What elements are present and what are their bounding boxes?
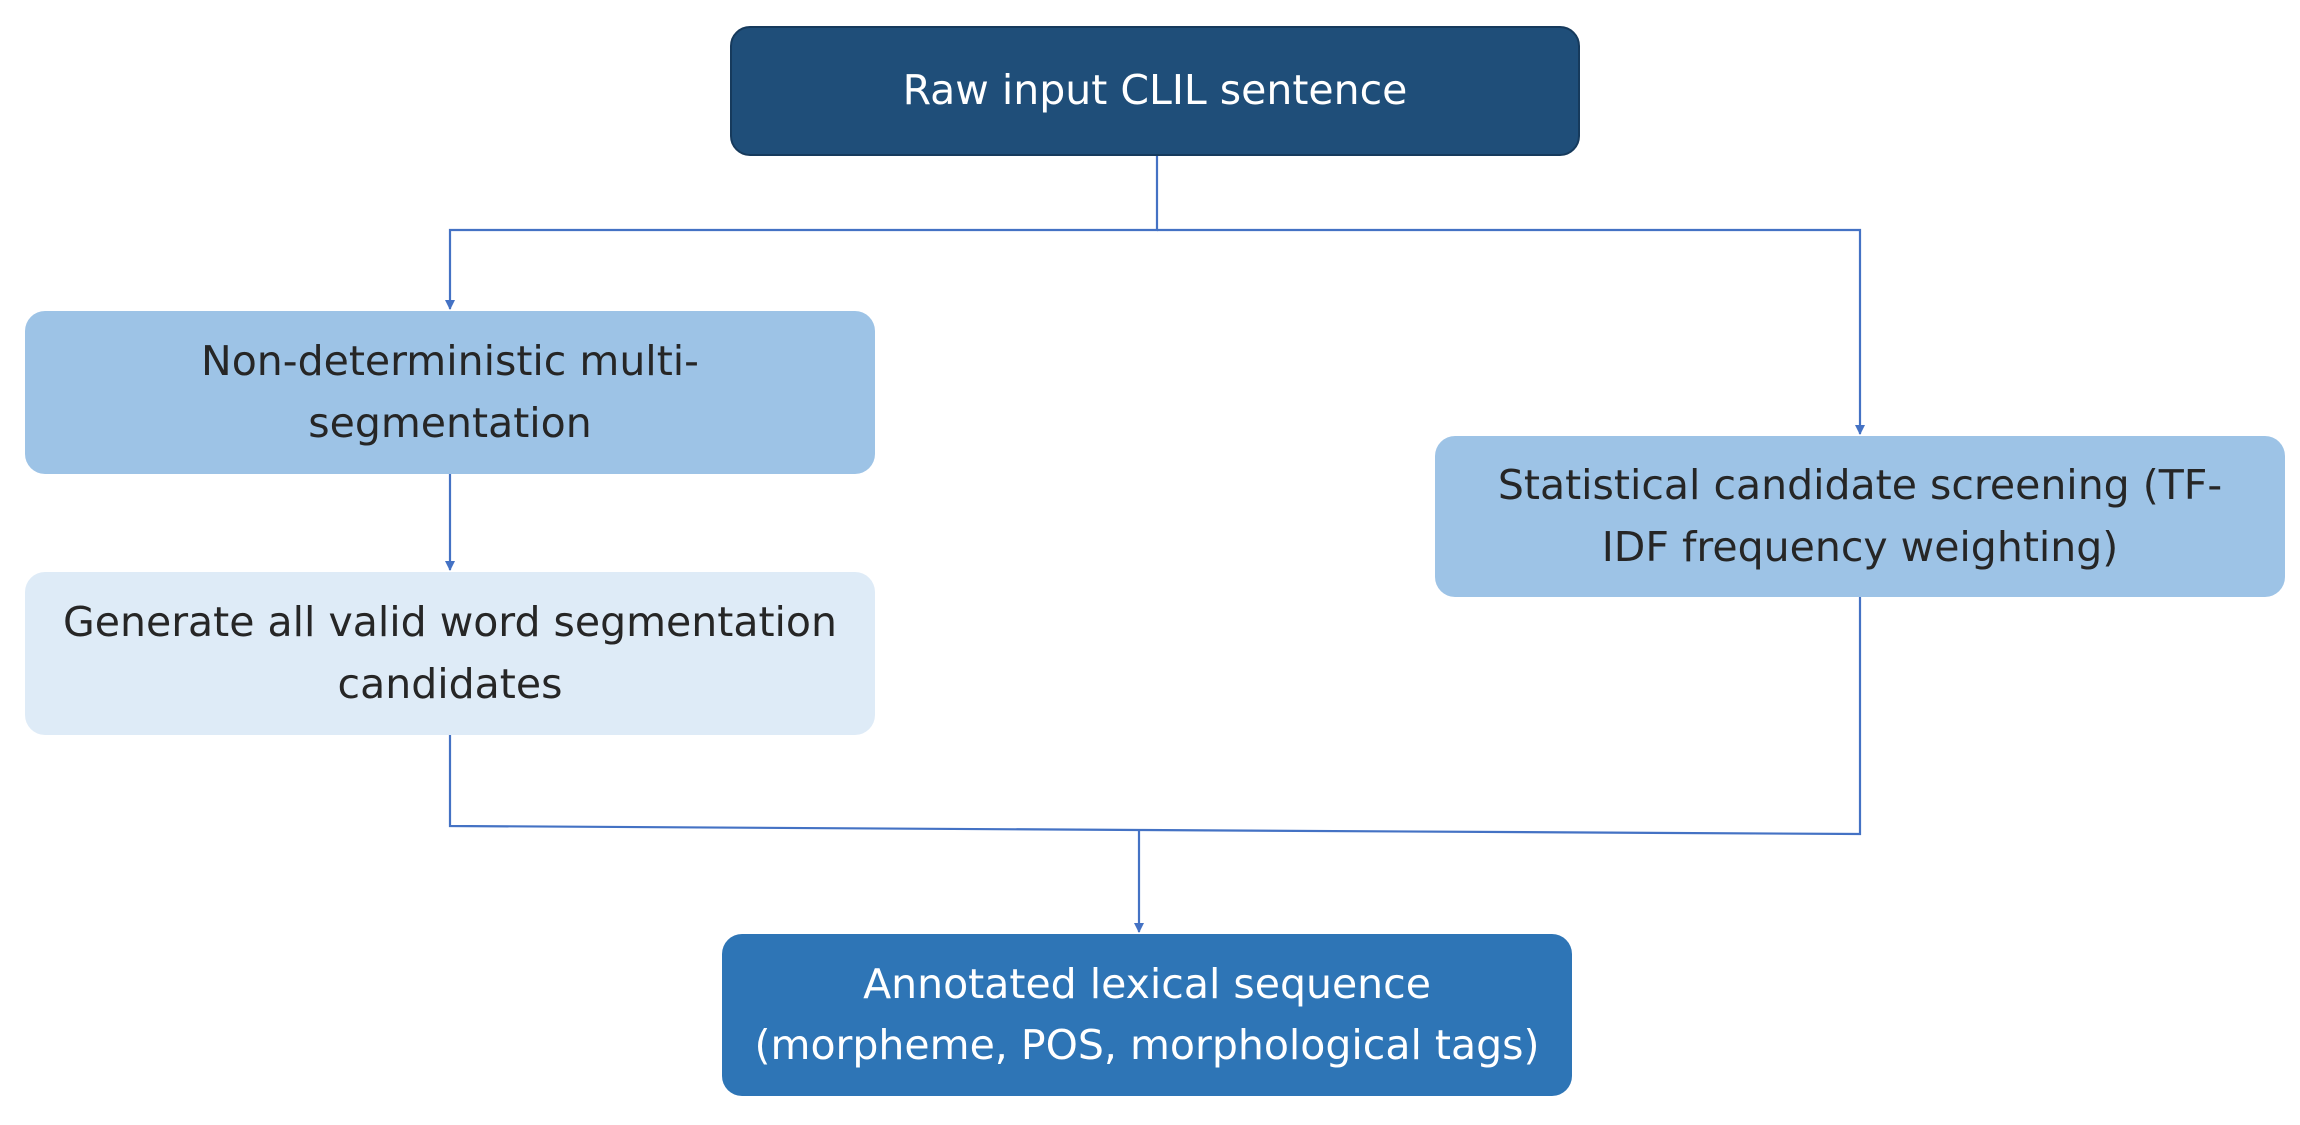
node-multi-segmentation-line-2: segmentation	[308, 398, 592, 447]
node-multi-segmentation: Non-deterministic multi- segmentation	[25, 311, 875, 474]
node-annotated-sequence-line-1: Annotated lexical sequence	[863, 959, 1431, 1008]
node-generate-candidates-line-1: Generate all valid word segmentation	[63, 598, 837, 646]
node-statistical-screening-line-1: Statistical candidate screening (TF-	[1497, 461, 2223, 509]
node-multi-segmentation-line-1: Non-deterministic multi-	[201, 337, 699, 385]
edge-statistical-screening-to-annotated	[1138, 597, 1862, 836]
node-annotated-sequence: Annotated lexical sequence (morpheme, PO…	[722, 934, 1572, 1096]
node-generate-candidates: Generate all valid word segmentation can…	[25, 572, 875, 735]
node-statistical-screening-line-2: IDF frequency weighting)	[1601, 522, 2119, 571]
node-raw-input-line-1: Raw input CLIL sentence	[902, 66, 1408, 115]
edge-generate-to-annotated	[448, 735, 1140, 832]
node-generate-candidates-line-2: candidates	[337, 659, 563, 708]
node-annotated-sequence-line-2: (morpheme, POS, morphological tags)	[754, 1021, 1540, 1069]
node-statistical-screening: Statistical candidate screening (TF- IDF…	[1435, 436, 2285, 597]
edge-raw-to-multi-segmentation	[445, 156, 1159, 310]
edge-raw-to-statistical-screening	[1157, 228, 1865, 435]
node-raw-input: Raw input CLIL sentence	[730, 26, 1580, 156]
